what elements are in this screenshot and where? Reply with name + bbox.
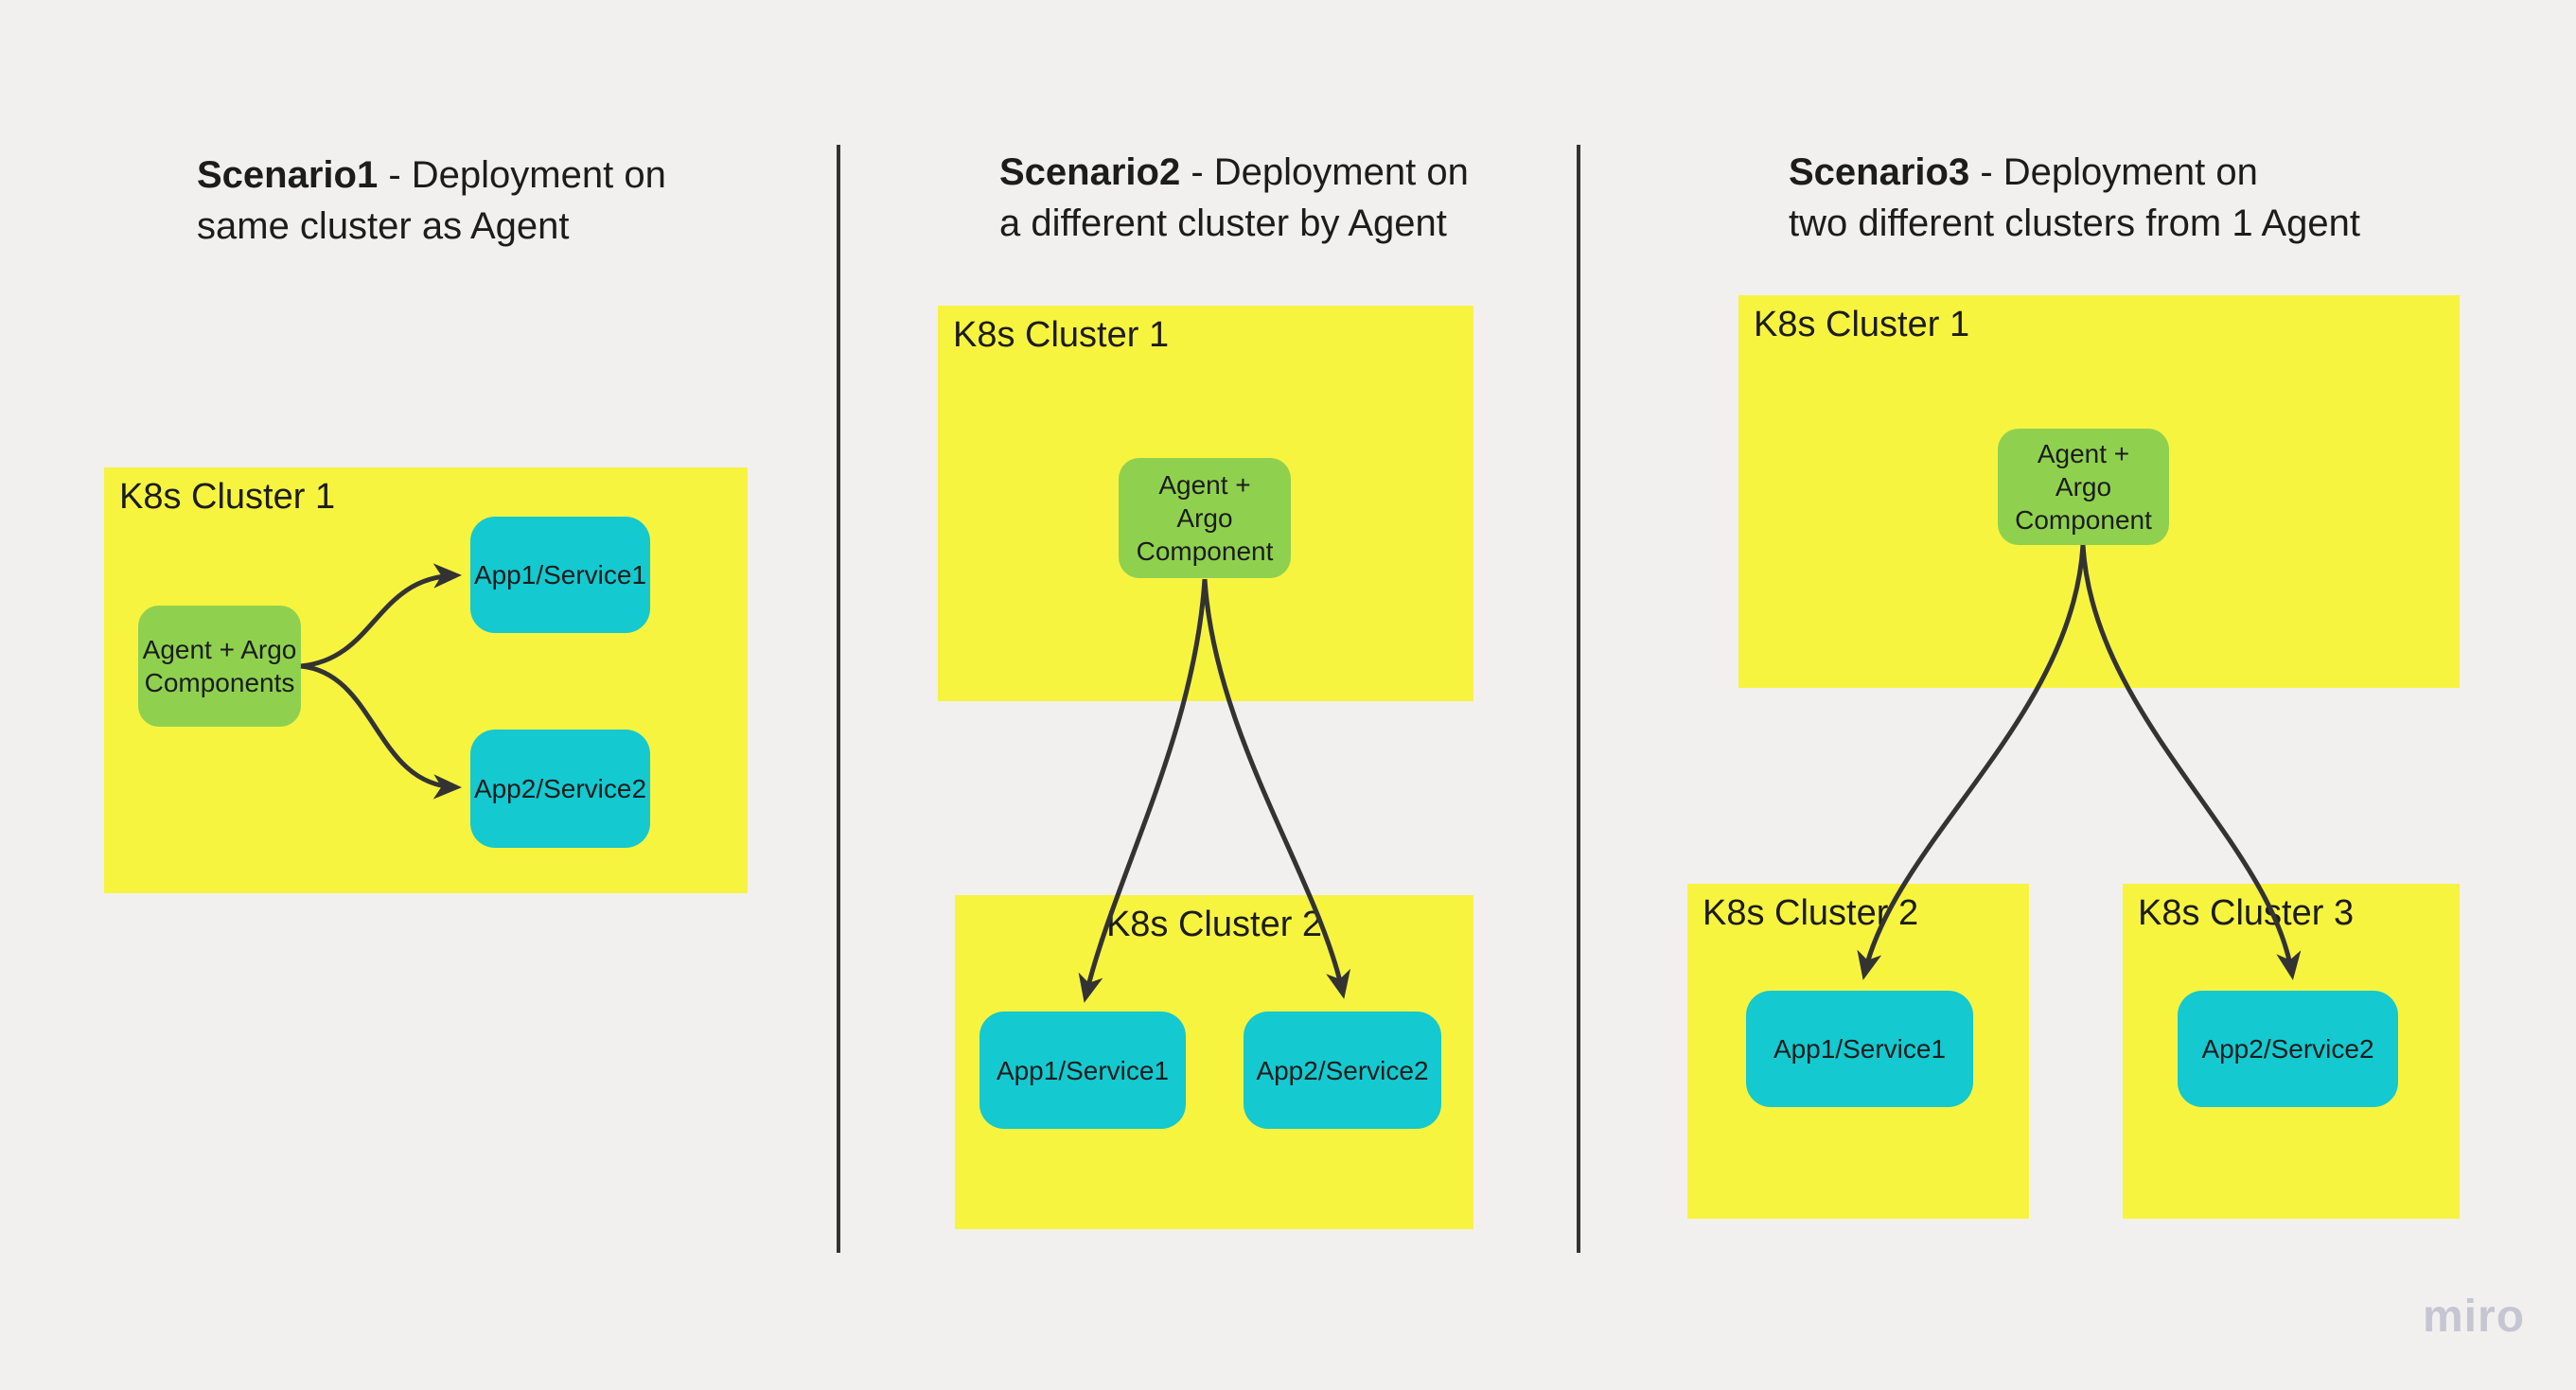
- miro-watermark: miro: [2423, 1292, 2526, 1342]
- s2-agent-argo-node[interactable]: Agent + Argo Component: [1119, 458, 1291, 578]
- scenario3-title-line1: Scenario3 - Deployment on: [1789, 147, 2360, 198]
- s2-agent-argo-label: Agent + Argo Component: [1136, 470, 1274, 566]
- scenario1-title-line2: same cluster as Agent: [197, 205, 570, 247]
- scenario2-title-bold: Scenario2: [999, 151, 1181, 193]
- s1-agent-argo-label: Agent + Argo Components: [142, 635, 297, 697]
- s1-agent-argo-node[interactable]: Agent + Argo Components: [138, 606, 301, 727]
- s3-agent-argo-node[interactable]: Agent + Argo Component: [1998, 429, 2169, 545]
- s1-cluster1-label: K8s Cluster 1: [119, 477, 336, 517]
- scenario3-title-bold: Scenario3: [1789, 151, 1970, 193]
- scenario3-title-rest: - Deployment on: [1969, 151, 2258, 193]
- s2-cluster2-label: K8s Cluster 2: [1105, 905, 1323, 944]
- s2-cluster1-label: K8s Cluster 1: [953, 315, 1170, 355]
- s1-app1-service1-node[interactable]: App1/Service1: [470, 517, 650, 633]
- s3-app2-service2-label: App2/Service2: [2201, 1034, 2374, 1064]
- s1-app1-service1-label: App1/Service1: [473, 560, 647, 589]
- s1-app2-service2-node[interactable]: App2/Service2: [470, 730, 650, 848]
- s1-app2-service2-label: App2/Service2: [473, 774, 647, 803]
- scenario2-title-line2: a different cluster by Agent: [999, 202, 1447, 244]
- scenario1-title[interactable]: Scenario1 - Deployment on same cluster a…: [197, 150, 666, 252]
- s3-cluster3-label: K8s Cluster 3: [2138, 893, 2355, 933]
- s3-app1-service1-node[interactable]: App1/Service1: [1746, 991, 1973, 1107]
- s2-app2-service2-node[interactable]: App2/Service2: [1244, 1012, 1441, 1129]
- section-divider-1[interactable]: [837, 145, 840, 1253]
- s2-app1-service1-node[interactable]: App1/Service1: [979, 1012, 1186, 1129]
- s2-app1-service1-label: App1/Service1: [996, 1055, 1170, 1085]
- s3-app2-service2-node[interactable]: App2/Service2: [2178, 991, 2398, 1107]
- scenario3-title[interactable]: Scenario3 - Deployment on two different …: [1789, 147, 2360, 249]
- scenario2-title[interactable]: Scenario2 - Deployment on a different cl…: [999, 147, 1469, 249]
- scenario1-title-rest: - Deployment on: [378, 154, 666, 196]
- s2-app2-service2-label: App2/Service2: [1256, 1055, 1429, 1085]
- s3-agent-argo-label: Agent + Argo Component: [2015, 439, 2152, 535]
- scenario1-title-bold: Scenario1: [197, 154, 379, 196]
- s3-cluster2-label: K8s Cluster 2: [1703, 893, 1919, 933]
- section-divider-2[interactable]: [1577, 145, 1580, 1253]
- scenario1-title-line1: Scenario1 - Deployment on: [197, 150, 666, 201]
- s3-cluster1-label: K8s Cluster 1: [1754, 305, 1970, 344]
- scenario3-title-line2: two different clusters from 1 Agent: [1789, 202, 2361, 244]
- scenario2-title-rest: - Deployment on: [1180, 151, 1469, 193]
- s3-app1-service1-label: App1/Service1: [1773, 1034, 1947, 1064]
- scenario2-title-line1: Scenario2 - Deployment on: [999, 147, 1469, 198]
